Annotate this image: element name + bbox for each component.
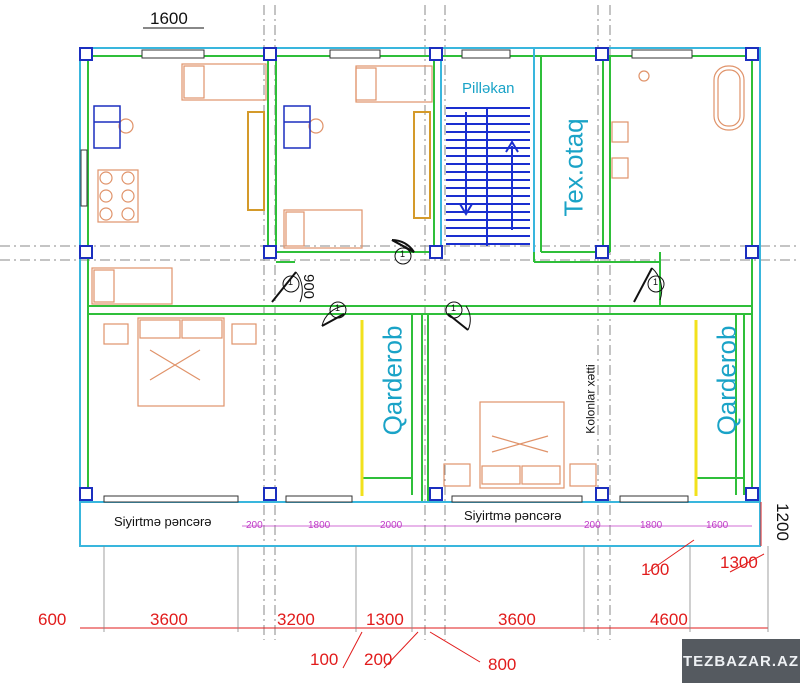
watermark-logo: TEZBAZAR.AZ [682, 639, 800, 683]
wardrobe-lines [360, 320, 698, 496]
dim-balcony: 200 [246, 520, 263, 531]
dim-callout: 100 [310, 650, 339, 669]
dim-callout: 1300 [720, 553, 758, 572]
outer-wall [79, 47, 761, 547]
dim-balcony: 2000 [380, 520, 403, 531]
dim-bottom: 1300 [366, 610, 404, 629]
stairs-label: Pilləkan [462, 80, 515, 97]
wardrobe-left-label: Qarderob [377, 325, 408, 436]
dimension-lines [80, 27, 768, 669]
dim-bottom: 3200 [277, 610, 315, 629]
dim-callout: 800 [488, 655, 517, 674]
dim-top-window: 1600 [150, 9, 188, 28]
door-tag: 1 [451, 303, 457, 313]
dim-balcony: 1800 [308, 520, 331, 531]
furniture [91, 63, 745, 489]
dim-balcony: 1600 [706, 520, 729, 531]
dim-right-side: 1200 [772, 503, 792, 541]
doors [271, 238, 665, 331]
windows [80, 49, 693, 503]
dim-balcony: 1800 [640, 520, 663, 531]
dim-bottom: 3600 [498, 610, 536, 629]
dim-callout: 200 [364, 650, 393, 669]
axis-lines [0, 5, 800, 640]
columns [79, 47, 759, 501]
dim-balcony: 200 [584, 520, 601, 531]
sliding-window-left-label: Siyirtmə pəncərə [114, 514, 212, 529]
dim-callout: 100 [641, 560, 670, 579]
door-tag: 1 [335, 303, 341, 313]
dim-bottom: 600 [38, 610, 67, 629]
column-line-label: Kolonlar xətti [583, 364, 598, 434]
door-tag: 1 [288, 277, 294, 287]
tech-room-label: Tex.otaq [558, 118, 589, 217]
dim-bottom: 4600 [650, 610, 688, 629]
door-tag: 1 [653, 277, 659, 287]
dim-bottom: 3600 [150, 610, 188, 629]
wardrobe-right-label: Qarderob [711, 325, 742, 436]
dim-door-width: 900 [300, 273, 318, 300]
stairs [446, 107, 530, 246]
sliding-window-right-label: Siyirtmə pəncərə [464, 508, 562, 523]
door-tag: 1 [400, 249, 406, 259]
